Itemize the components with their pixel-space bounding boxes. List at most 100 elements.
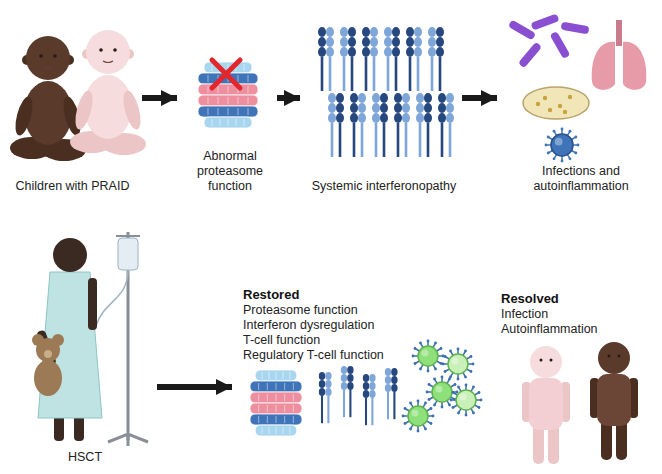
illustration-part — [460, 394, 467, 401]
illustration-part — [248, 75, 249, 82]
illustration-part — [419, 123, 422, 157]
illustration-part — [478, 391, 481, 394]
colony — [543, 96, 547, 100]
receptor-icon — [363, 374, 376, 425]
illustration-part — [103, 61, 113, 63]
illustration-part — [325, 380, 331, 388]
illustration-part — [427, 370, 430, 373]
illustration-part — [598, 342, 630, 374]
resolved-panel: ResolvedInfectionAutoinflammation — [498, 288, 656, 468]
illustration-part — [454, 383, 457, 386]
illustration-part — [404, 422, 407, 425]
colony — [558, 104, 562, 108]
illustration-part — [470, 370, 473, 373]
illustration-part — [255, 370, 297, 381]
illustration-part — [409, 402, 412, 405]
illustration-part — [442, 363, 445, 366]
illustration-part — [402, 103, 410, 113]
red-cross — [212, 60, 240, 88]
receptor-icon — [384, 27, 400, 91]
illustration-part — [44, 350, 52, 358]
colony — [548, 108, 552, 112]
illustration-part — [350, 103, 358, 113]
illustration-part — [428, 47, 436, 57]
illustration-part — [385, 384, 391, 392]
virus-icon — [545, 128, 580, 163]
illustration-part — [569, 130, 572, 133]
illustration-part — [431, 57, 434, 91]
illustration-part — [457, 378, 460, 381]
illustration-part — [325, 372, 331, 380]
illustration-part — [384, 27, 392, 37]
illustration-part — [318, 27, 326, 37]
illustration-part — [267, 394, 268, 401]
illustration-part — [250, 403, 302, 414]
illustration-part — [248, 108, 249, 115]
panel-heading: Restored — [243, 287, 473, 303]
illustration-part — [361, 123, 364, 157]
illustration-part — [321, 396, 323, 423]
illustration-part — [439, 57, 442, 91]
illustration-part — [446, 103, 454, 113]
illustration-part — [414, 47, 422, 57]
illustration-part — [472, 386, 475, 389]
illustration-part — [258, 383, 259, 390]
t-cell-icon — [426, 376, 459, 409]
illustration-part — [365, 398, 367, 425]
illustration-part — [545, 144, 548, 147]
illustration-part — [250, 381, 302, 392]
illustration-part — [326, 27, 334, 37]
illustration-part — [430, 422, 433, 425]
illustration-part — [530, 346, 562, 378]
illustration-part — [228, 97, 229, 104]
colony — [536, 102, 540, 106]
illustration-part — [428, 398, 431, 401]
illustration-part — [293, 383, 294, 390]
illustration-part — [276, 427, 277, 434]
illustration-part — [293, 394, 294, 401]
illustration-part — [391, 376, 397, 384]
illustration-part — [391, 368, 397, 376]
illustration-part — [412, 355, 415, 358]
caption-text: Regulatory T-cell function — [243, 348, 473, 363]
illustration-part — [319, 380, 325, 388]
illustration-part — [438, 113, 446, 123]
illustration-part — [362, 37, 370, 47]
illustration-part — [529, 378, 563, 430]
illustration-part — [457, 348, 460, 351]
illustration-part — [198, 106, 258, 117]
illustration-part — [561, 128, 564, 131]
child-figure — [70, 30, 146, 155]
illustration-part — [385, 368, 391, 376]
illustration-part — [276, 405, 277, 412]
illustration-part — [452, 391, 455, 394]
illustration-part — [408, 406, 428, 426]
illustration-part — [440, 347, 443, 350]
bacterium — [530, 13, 559, 30]
illustration-part — [370, 47, 378, 57]
outcome-stage: Infections and autoinflammation — [505, 12, 657, 197]
receptor-icon — [318, 27, 334, 91]
illustration-part — [318, 47, 326, 57]
receptor-icon — [341, 366, 354, 417]
illustration-part — [326, 37, 334, 47]
illustration-part — [276, 372, 277, 379]
illustration-part — [369, 390, 375, 398]
illustration-part — [417, 400, 420, 403]
illustration-part — [414, 37, 422, 47]
illustration-part — [331, 123, 334, 157]
illustration-part — [418, 346, 438, 366]
illustration-part — [363, 374, 369, 382]
bacterium — [561, 22, 590, 35]
illustration-part — [228, 86, 229, 93]
illustration-part — [597, 374, 631, 426]
illustration-part — [470, 355, 473, 358]
patient-group: Children with PRAID — [5, 12, 140, 197]
petri-dish — [523, 87, 589, 119]
illustration-part — [432, 382, 452, 402]
illustration-part — [318, 37, 326, 47]
illustration-part — [341, 366, 347, 374]
illustration-part — [228, 119, 229, 126]
illustration-part — [198, 84, 258, 95]
